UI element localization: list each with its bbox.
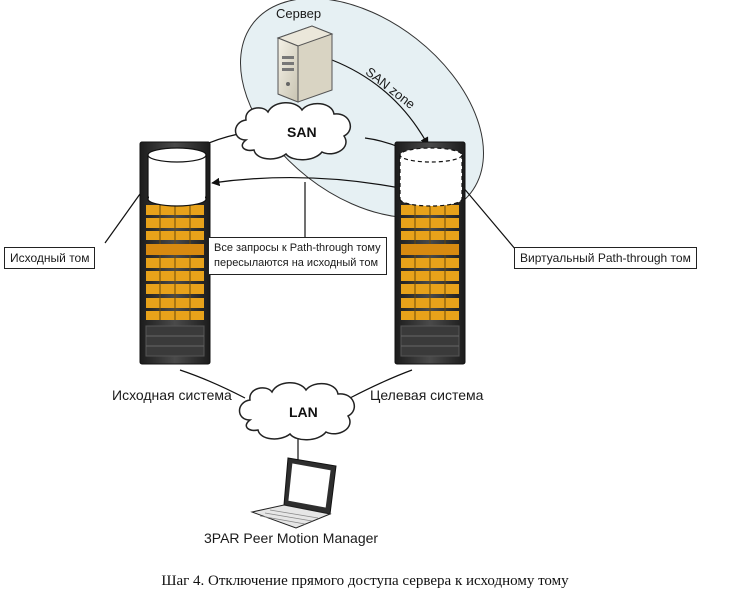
source-system-label: Исходная система [112, 387, 232, 403]
server-icon [276, 25, 334, 103]
lan-to-source-link [179, 369, 246, 399]
target-system-label: Целевая система [370, 387, 484, 403]
server-label: Сервер [276, 6, 322, 21]
source-volume-label: Исходный том [4, 247, 96, 269]
lan-cloud-label: LAN [289, 404, 318, 420]
laptop-icon [250, 457, 337, 529]
figure-caption: Шаг 4. Отключение прямого доступа сервер… [161, 573, 569, 589]
redirect-note-line2: пересылаются на исходный том [214, 257, 379, 269]
virtual-volume-label: Виртуальный Path-through том [514, 247, 697, 269]
lan-cloud [238, 382, 356, 441]
manager-label: 3PAR Peer Motion Manager [204, 530, 379, 546]
connection-lines [104, 59, 517, 460]
virtual-volume-leader [461, 185, 517, 251]
san-cloud-label: SAN [287, 124, 317, 140]
redirect-note-line1: Все запросы к Path-through тому [214, 242, 381, 254]
server-to-target-arrow [331, 59, 429, 146]
source-volume-cylinder [147, 147, 207, 207]
lan-to-target-link [349, 369, 413, 399]
redirect-arrow [211, 176, 401, 189]
virtual-volume-cylinder [399, 147, 463, 207]
redirect-note: Все запросы к Path-through тому пересыла… [208, 237, 387, 275]
san-cloud [234, 102, 352, 161]
